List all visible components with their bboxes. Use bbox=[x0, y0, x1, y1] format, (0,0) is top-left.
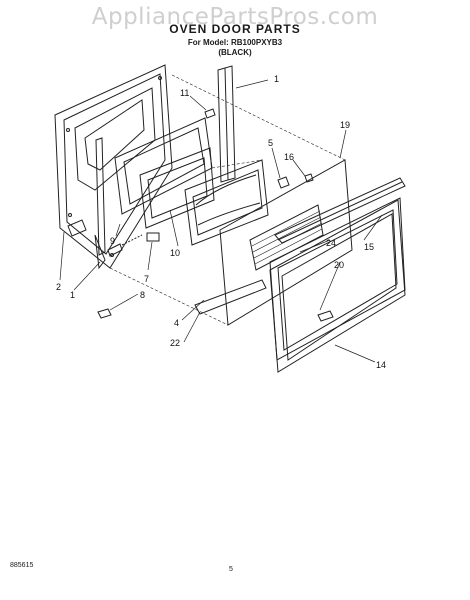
callout-22: 22 bbox=[170, 338, 180, 348]
watermark: AppliancePartsPros.com bbox=[91, 4, 379, 30]
side-rail bbox=[95, 65, 236, 256]
bottom-channel bbox=[194, 279, 267, 315]
page-number: 5 bbox=[229, 566, 233, 573]
color-line: (BLACK) bbox=[218, 48, 252, 57]
callout-19: 19 bbox=[340, 120, 350, 130]
door-trim bbox=[269, 199, 406, 373]
clip-5 bbox=[277, 176, 290, 189]
callout-2: 2 bbox=[56, 282, 61, 292]
callout-11: 11 bbox=[180, 88, 189, 98]
callout-16: 16 bbox=[284, 152, 294, 162]
clip-20 bbox=[317, 310, 334, 322]
callout-1-bottom: 1 bbox=[70, 290, 75, 300]
alignment-lines bbox=[109, 74, 346, 326]
doc-number: 885615 bbox=[10, 562, 34, 569]
callout-4: 4 bbox=[174, 318, 179, 328]
hinge-assembly bbox=[67, 219, 160, 270]
handle-rail bbox=[274, 177, 406, 244]
insulation-panel bbox=[184, 159, 269, 246]
callout-24: 24 bbox=[326, 238, 336, 248]
callout-1-top: 1 bbox=[274, 74, 279, 84]
screw-8 bbox=[97, 308, 112, 319]
callout-5: 5 bbox=[268, 138, 273, 148]
screw-16 bbox=[304, 173, 314, 183]
model-line: For Model: RB100PXYB3 bbox=[187, 38, 283, 47]
callout-7: 7 bbox=[144, 274, 149, 284]
callout-15: 15 bbox=[364, 242, 374, 252]
clip-11 bbox=[204, 108, 216, 119]
callout-9: 9 bbox=[110, 236, 115, 246]
door-frame bbox=[54, 64, 173, 269]
callouts: 1 11 19 5 16 9 10 24 15 20 2 1 7 8 4 22 … bbox=[56, 74, 386, 370]
callout-8: 8 bbox=[140, 290, 145, 300]
callout-14: 14 bbox=[376, 360, 386, 370]
leader-lines bbox=[59, 79, 383, 363]
callout-20: 20 bbox=[334, 260, 344, 270]
callout-10: 10 bbox=[170, 248, 180, 258]
page-title: OVEN DOOR PARTS bbox=[169, 22, 301, 36]
